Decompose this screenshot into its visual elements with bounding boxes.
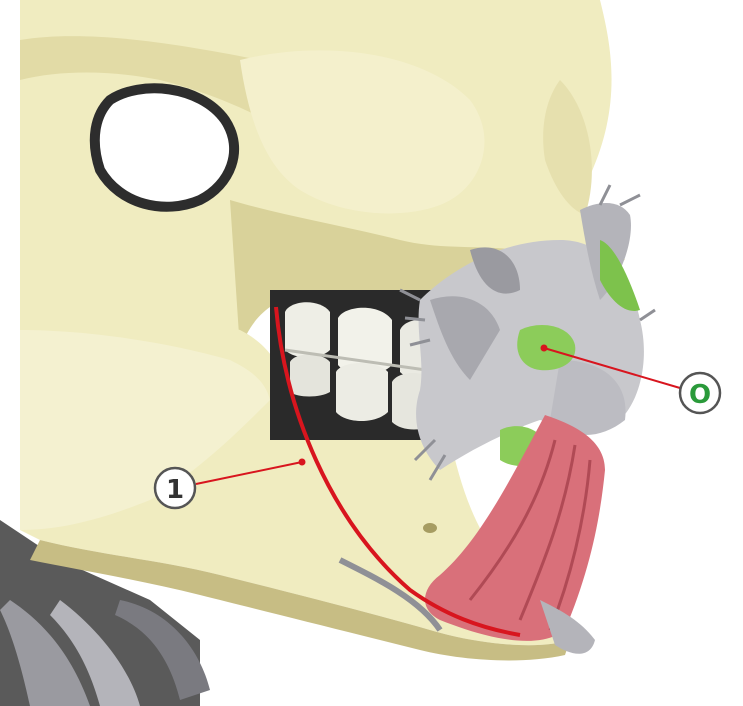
callout-1-label: 1 <box>166 475 184 505</box>
callout-o: O <box>680 373 720 413</box>
callout-o-label: O <box>689 380 711 410</box>
leader-dot-1 <box>299 459 306 466</box>
orbit <box>95 88 234 206</box>
callout-1: 1 <box>155 468 195 508</box>
origin-point <box>541 345 548 352</box>
